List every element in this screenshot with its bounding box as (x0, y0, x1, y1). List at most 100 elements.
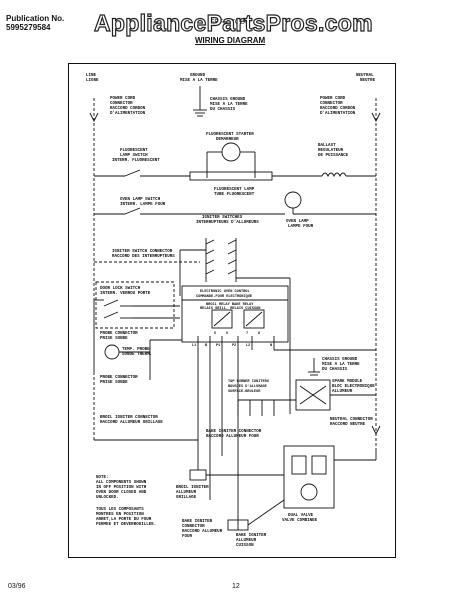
label-spark-module-0: SPARK MODULE (332, 380, 363, 384)
broil-relay (211, 309, 233, 329)
label-bake-conn-bottom-0: BAKE IGNITER (182, 520, 213, 524)
label-fl-lamp-switch-0: FLUORESCENT (120, 149, 148, 153)
label-neutral-connector-0: NEUTRAL CONNECTOR (330, 418, 373, 422)
note-line-4: UNLOCKED. (96, 496, 119, 500)
label-chassis-ground-top-2: DU CHASSIS (210, 108, 236, 112)
label-oven-lamp-0: OVEN LAMP (286, 220, 309, 224)
label-chassis-ground-top-0: CHASSIS GROUND (210, 98, 246, 102)
eoc-terminal-b: B (205, 344, 208, 348)
eoc-terminal-l2: L2 (246, 344, 250, 348)
eoc-terminal-n: N (270, 344, 272, 348)
label-neutral-0: NEUTRAL (356, 74, 374, 78)
label-bake-conn-center-0: BAKE IGNITER CONNECTOR (206, 430, 262, 434)
relay-number-5: 5 (214, 332, 216, 336)
label-power-cord-right-1: CONNECTOR (320, 102, 343, 106)
label-bake-conn-bottom-1: CONNECTOR (182, 525, 205, 529)
label-line-1: LIGNE (86, 79, 99, 83)
label-eoc-0: ELECTRONIC OVEN CONTROL (200, 290, 250, 294)
model-number: FEF357CDC (210, 19, 251, 26)
label-ballast-1: REGULATEUR (318, 149, 344, 153)
footer-date: 03/96 (8, 583, 26, 590)
note-line-0: NOTE: (96, 476, 109, 480)
oven-lamp (284, 191, 302, 209)
diagram-frame (68, 63, 396, 558)
note-line-6: TOUS LES COMPOSANTS (96, 508, 144, 512)
label-fluorescent-lamp-1: TUBE FLUORESCENT (214, 193, 255, 197)
label-power-cord-right-3: D'ALIMENTATION (320, 111, 356, 116)
label-power-cord-right-0: POWER CORD (320, 97, 346, 101)
label-power-cord-left-1: CONNECTOR (110, 102, 133, 106)
broil-igniter (189, 469, 207, 481)
publication-label: Publication No. (6, 14, 65, 23)
label-broil-igniter-2: GRILLAGE (176, 496, 197, 500)
ballast-coil (321, 172, 347, 178)
label-bake-igniter-2: CUISSON (236, 544, 254, 548)
label-top-burner-2: SURFACE-BRULEUR (228, 390, 261, 394)
relay-number-7: 7 (246, 332, 248, 336)
label-bake-conn-bottom-3: FOUR (182, 535, 193, 539)
note-line-2: IN OFF POSITION WITH (96, 486, 147, 490)
temp-probe-icon (104, 344, 120, 360)
neutral-connector-arrow (371, 425, 381, 436)
note-line-1: ALL COMPONENTS SHOWN (96, 481, 147, 485)
label-fluorescent-starter-0: FLUORESCENT STARTER (206, 133, 254, 137)
label-fl-lamp-switch-2: INTERR. FLUORESCENT (112, 159, 160, 163)
label-ground-0: GROUND (190, 74, 206, 78)
power-cord-right-arrow (371, 112, 381, 123)
label-ballast-2: DE PUISSANCE (318, 154, 349, 158)
label-broil-conn-left-1: RACCORD ALLUMEUR GRILLAGE (100, 421, 163, 425)
top-burner-igniters (237, 399, 296, 416)
label-temp-probe-1: SONDE THERM. (122, 353, 152, 357)
relay-number-6: 6 (226, 332, 228, 336)
label-door-lock-0: DOOR LOCK SWITCH (100, 287, 141, 291)
label-chassis-ground-mid-0: CHASSIS GROUND (322, 358, 358, 362)
label-broil-igniter-0: BROIL IGNITER (176, 486, 209, 490)
label-line-0: LINE (86, 74, 97, 78)
note-line-7: MONTRES EN POSITION (96, 513, 144, 517)
label-bake-conn-center-1: RACCORD ALLUMEUR FOUR (206, 435, 259, 439)
label-temp-probe-0: TEMP. PROBE (122, 348, 150, 352)
bake-relay (243, 309, 265, 329)
label-oven-lamp-switch-1: INTERR. LAMPE FOUR (120, 203, 166, 207)
label-probe-connector2-0: PROBE CONNECTOR (100, 376, 138, 380)
watermark: AppliancePartsPros.com (93, 9, 373, 36)
dual-valve (283, 445, 335, 509)
label-top-burner-0: TOP BURNER IGNITERS (228, 380, 270, 384)
label-bake-igniter-1: ALLUMEUR (236, 539, 257, 543)
label-neutral-1: NEUTRE (360, 79, 376, 83)
label-probe-connector-0: PROBE CONNECTOR (100, 332, 138, 336)
fluorescent-starter (221, 142, 241, 162)
electronic-oven-control (181, 285, 289, 343)
label-dual-valve-1: VALVE COMBINEE (282, 519, 318, 523)
publication-number: 5995279584 (6, 23, 51, 32)
label-oven-lamp-switch-0: OVEN LAMP SWITCH (120, 198, 161, 202)
label-neutral-connector-1: RACCORD NEUTRE (330, 423, 366, 427)
label-eoc-1: COMMANDE-FOUR ELECTRONIQUE (196, 295, 253, 299)
label-probe-connector-1: PRISE SONDE (100, 337, 128, 341)
note-line-3: OVEN DOOR CLOSED AND (96, 491, 147, 495)
label-fl-lamp-switch-1: LAMP SWITCH (120, 154, 148, 158)
eoc-terminal-p2: P2 (232, 344, 236, 348)
label-chassis-ground-top-1: MISE A LA TERRE (210, 103, 248, 107)
eoc-terminal-l1: L1 (192, 344, 196, 348)
label-fluorescent-starter-1: DEMARREUR (216, 138, 239, 142)
label-chassis-ground-mid-1: MISE A LA TERRE (322, 363, 360, 367)
label-probe-connector2-1: PRISE SONDE (100, 381, 128, 385)
label-eoc-3: RELAIS GRILL. RELAIS CUISSON (200, 307, 260, 311)
label-bake-conn-bottom-2: RACCORD ALLUMEUR (182, 530, 223, 534)
door-lock-switch (95, 281, 175, 329)
label-spark-module-1: BLOC ELECTRONIQUE (332, 385, 375, 389)
label-broil-conn-left-0: BROIL IGNITER CONNECTOR (100, 416, 158, 420)
label-ballast-0: BALLAST (318, 144, 336, 148)
label-eoc-2: BROIL RELAY BAKE RELAY (206, 303, 254, 307)
label-spark-module-2: ALLUMEUR (332, 390, 353, 394)
label-igniter-switches-1: INTERRUPTEURS D'ALLUMEURS (196, 220, 259, 225)
label-dual-valve-0: DUAL VALVE (288, 514, 314, 518)
label-power-cord-left-0: POWER CORD (110, 97, 136, 101)
label-oven-lamp-1: LAMPE FOUR (288, 225, 314, 229)
note-line-9: FERMEE ET DEVERROUILLEE. (96, 523, 156, 527)
publication-number-block: Publication No. 5995279584 (6, 14, 64, 32)
label-ground-1: MISE A LA TERRE (180, 79, 218, 83)
label-power-cord-right-2: RACCORD CORDON (320, 107, 356, 111)
